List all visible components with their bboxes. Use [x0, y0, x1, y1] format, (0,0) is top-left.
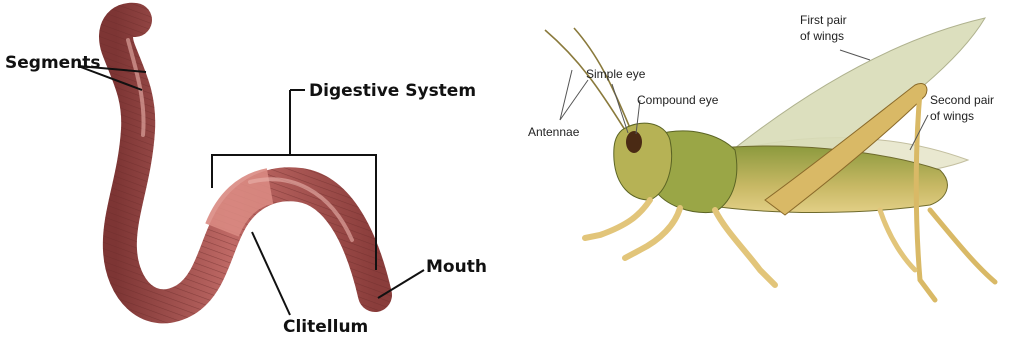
- earthworm-body: [116, 20, 375, 307]
- grasshopper-compound-eye: [626, 131, 642, 153]
- label-mouth: Mouth: [426, 257, 487, 277]
- grasshopper-middle-leg: [715, 210, 775, 285]
- label-compound-eye: Compound eye: [637, 93, 719, 107]
- label-segments: Segments: [5, 53, 101, 73]
- label-digestive-system: Digestive System: [309, 81, 476, 101]
- label-first-pair-line2: of wings: [800, 29, 844, 43]
- earthworm-illustration: [116, 20, 375, 307]
- label-first-pair-line1: First pair: [800, 13, 847, 27]
- label-second-pair-line1: Second pair: [930, 93, 994, 107]
- earthworm-segment-rings: [116, 20, 375, 307]
- label-clitellum: Clitellum: [283, 317, 368, 337]
- label-antennae: Antennae: [528, 125, 580, 139]
- label-simple-eye: Simple eye: [586, 67, 646, 81]
- label-second-pair-line2: of wings: [930, 109, 974, 123]
- grasshopper-rear-leg: [880, 210, 915, 270]
- grasshopper-illustration: [545, 18, 995, 300]
- grasshopper-head: [614, 123, 672, 200]
- grasshopper-front-legs: [585, 200, 680, 258]
